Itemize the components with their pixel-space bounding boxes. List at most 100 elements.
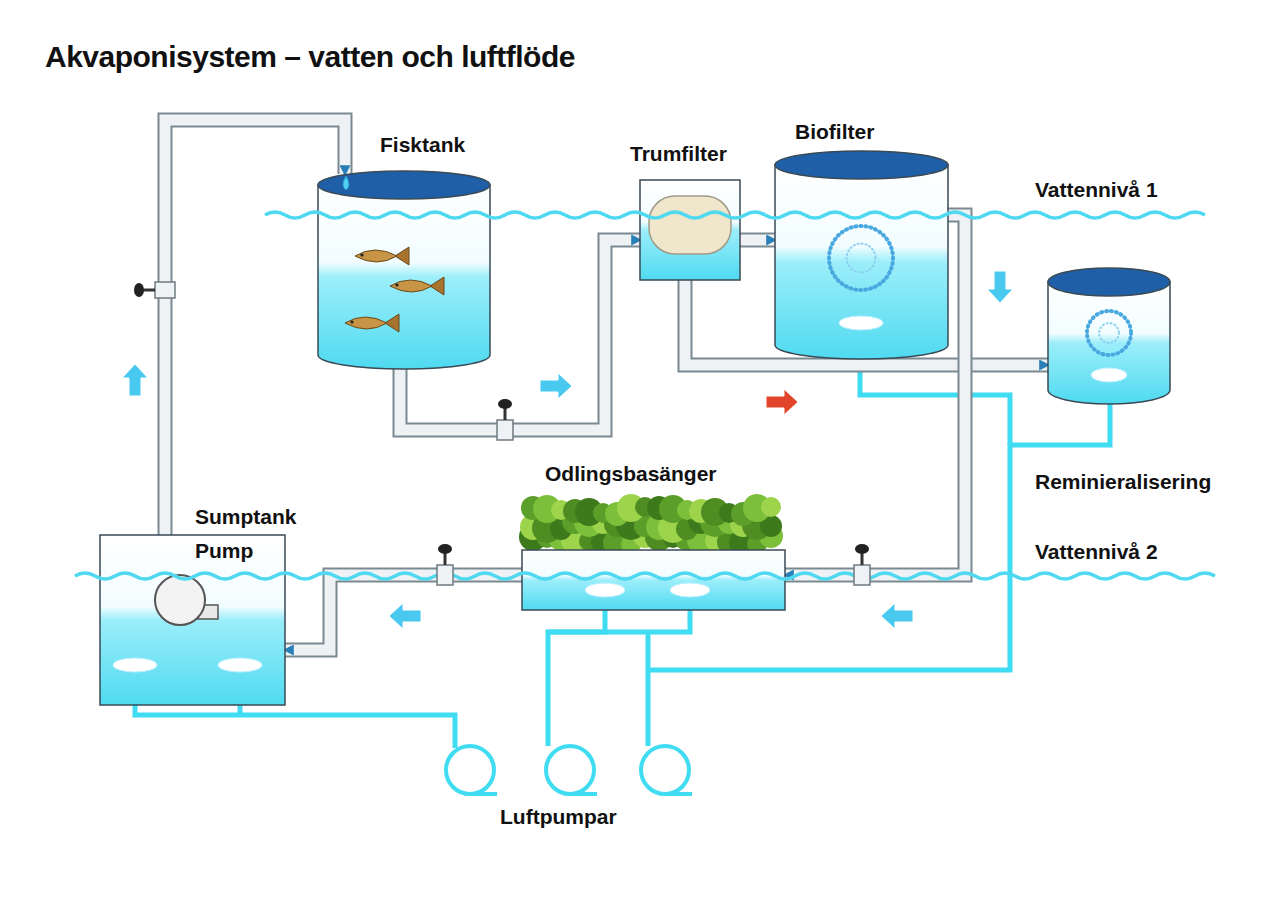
bio-media bbox=[1099, 323, 1119, 343]
air-line-part bbox=[646, 632, 651, 746]
flow-arrow bbox=[540, 373, 572, 399]
text-holder: Sumptank bbox=[195, 505, 297, 529]
bio-media bbox=[847, 244, 876, 273]
text-holder: Fisktank bbox=[380, 133, 465, 157]
sump-tank: SumptankPump bbox=[95, 505, 301, 710]
valve-part bbox=[155, 282, 175, 298]
flow-arrow bbox=[122, 364, 148, 396]
air-diffuser bbox=[1091, 368, 1127, 382]
flow-arrow bbox=[881, 603, 913, 629]
air-pump bbox=[446, 746, 692, 794]
air-pump-part bbox=[446, 746, 494, 794]
node-shape bbox=[770, 118, 955, 348]
text-holder: Odlingsbasänger bbox=[545, 462, 717, 486]
text-holder: Biofilter bbox=[795, 120, 874, 144]
node-shape bbox=[95, 505, 295, 710]
pump-symbol bbox=[155, 575, 205, 625]
sump-box bbox=[100, 535, 285, 705]
filter-housing bbox=[640, 180, 740, 280]
node-label: Odlingsbasänger bbox=[545, 462, 717, 486]
valve-part bbox=[438, 544, 452, 554]
node-label: Sumptank bbox=[195, 505, 297, 529]
tank-body bbox=[1048, 282, 1170, 404]
valve-part bbox=[854, 565, 870, 585]
pipe-inner bbox=[285, 575, 522, 650]
flow-arrow bbox=[987, 271, 1013, 303]
valve-part bbox=[498, 399, 512, 409]
air-pump-part bbox=[665, 792, 692, 796]
plants bbox=[519, 494, 783, 557]
fish-part bbox=[355, 250, 397, 262]
node-label: Trumfilter bbox=[630, 142, 727, 166]
text-holder: Trumfilter bbox=[630, 142, 727, 166]
air-diffuser bbox=[670, 583, 710, 597]
air-pump-part bbox=[546, 746, 594, 794]
fish bbox=[345, 314, 399, 332]
text-holder: Vattennivå 2 bbox=[1035, 540, 1158, 564]
fish-part bbox=[360, 253, 363, 256]
remineralization-tank: Reminieralisering bbox=[1030, 265, 1245, 500]
pipe-outline bbox=[285, 575, 522, 650]
node-label: Reminieralisering bbox=[1035, 470, 1211, 494]
tank-body bbox=[318, 185, 490, 369]
title-holder: Akvaponisystem – vatten och luftflöde bbox=[45, 40, 575, 74]
air-diffuser bbox=[585, 583, 625, 597]
air-line-part bbox=[548, 598, 605, 746]
flow-arrow bbox=[389, 603, 421, 629]
text-holder: Reminieralisering bbox=[1035, 470, 1211, 494]
valve-part bbox=[855, 544, 869, 554]
water-pipe bbox=[740, 240, 775, 241]
plants-part bbox=[761, 497, 781, 517]
biofilter-tank: Biofilter bbox=[770, 118, 955, 348]
part-label: Vattennivå 2 bbox=[1035, 540, 1158, 564]
pipe-inner bbox=[740, 235, 775, 246]
text-holder: Vattennivå 1 bbox=[1035, 178, 1158, 202]
air-diffuser bbox=[113, 658, 157, 672]
air-pump-part bbox=[641, 746, 689, 794]
text-holder: Luftpumpar bbox=[500, 805, 617, 829]
fish-part bbox=[345, 317, 387, 329]
fish bbox=[355, 247, 409, 265]
text-holder: Pump bbox=[195, 539, 253, 563]
bio-media bbox=[829, 226, 893, 290]
flow-arrow bbox=[766, 389, 798, 415]
flow-arrow bbox=[122, 271, 1013, 629]
diagram-title: Akvaponisystem – vatten och luftflöde bbox=[45, 40, 575, 74]
air-line-part bbox=[648, 398, 1110, 670]
node-shape bbox=[300, 128, 500, 360]
air-pump-part bbox=[570, 792, 597, 796]
grow-bed bbox=[522, 550, 785, 610]
valve-part bbox=[497, 420, 513, 440]
tank-body bbox=[775, 165, 948, 359]
air-diffuser bbox=[839, 316, 883, 330]
tank-top bbox=[1048, 268, 1170, 296]
valve-part bbox=[437, 565, 453, 585]
node-label: Fisktank bbox=[380, 133, 465, 157]
drum-filter: Trumfilter bbox=[625, 140, 750, 282]
node-label: Pump bbox=[195, 539, 253, 563]
fish-part bbox=[395, 283, 398, 286]
fish-part bbox=[350, 320, 353, 323]
air-diffuser bbox=[218, 658, 262, 672]
valve bbox=[134, 282, 870, 585]
part-label: Luftpumpar bbox=[500, 805, 617, 829]
fish bbox=[390, 277, 444, 295]
pipe-outline bbox=[740, 233, 775, 248]
node-label: Biofilter bbox=[795, 120, 874, 144]
part-label: Vattennivå 1 bbox=[1035, 178, 1158, 202]
filter-drum bbox=[649, 196, 731, 254]
air-pump-part bbox=[470, 792, 497, 796]
tank-top bbox=[775, 151, 948, 179]
valve-part bbox=[134, 283, 144, 297]
grow-bed-node: Odlingsbasänger bbox=[505, 462, 800, 612]
fish-part bbox=[390, 280, 432, 292]
tank-top bbox=[318, 171, 490, 199]
water-pipe bbox=[285, 575, 522, 650]
bio-media bbox=[1087, 311, 1131, 355]
fish-tank: Fisktank bbox=[300, 128, 500, 360]
node-shape bbox=[1030, 265, 1245, 500]
